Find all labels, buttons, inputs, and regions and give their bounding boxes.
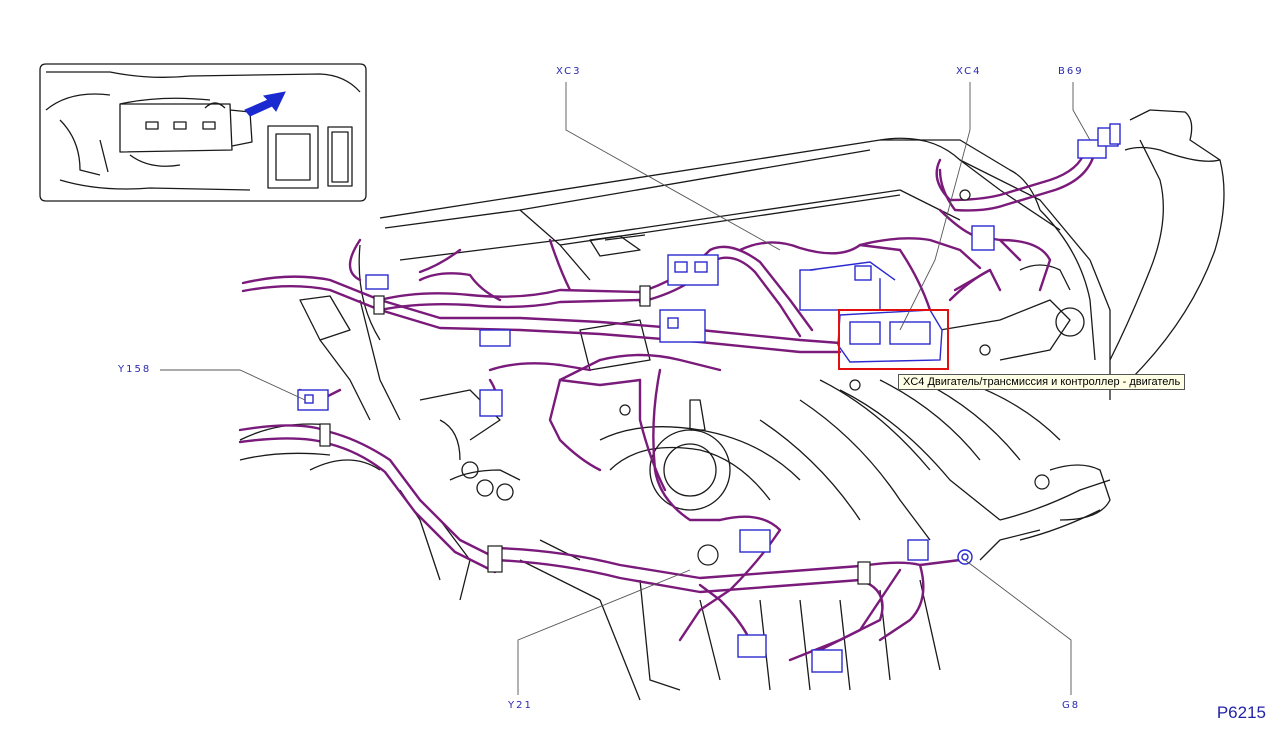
- figure-id: P6215: [1216, 703, 1266, 722]
- leader-lines: [160, 82, 1091, 695]
- connector-xc3: [659, 254, 719, 343]
- callout-b69[interactable]: B69: [1058, 66, 1084, 77]
- callout-g8[interactable]: G8: [1062, 700, 1081, 711]
- callout-y21[interactable]: Y21: [508, 700, 533, 711]
- inset-detail: [39, 63, 367, 202]
- connector-b69: [1077, 123, 1121, 159]
- callout-xc4[interactable]: XC4: [956, 66, 982, 77]
- connector-y158: [297, 389, 329, 411]
- wire-harness: [238, 148, 1097, 662]
- xc4-tooltip: XC4 Двигатель/трансмиссия и контроллер -…: [898, 374, 1186, 390]
- callout-xc3[interactable]: XC3: [556, 66, 582, 77]
- connector-xc4: [799, 261, 943, 363]
- xc4-highlight-box: [838, 309, 949, 370]
- callout-y158[interactable]: Y158: [118, 364, 152, 375]
- arrow-icon: [244, 91, 286, 117]
- connectors: [297, 123, 1121, 673]
- connector-g8: [957, 549, 973, 565]
- harness-clamps: [319, 189, 1050, 585]
